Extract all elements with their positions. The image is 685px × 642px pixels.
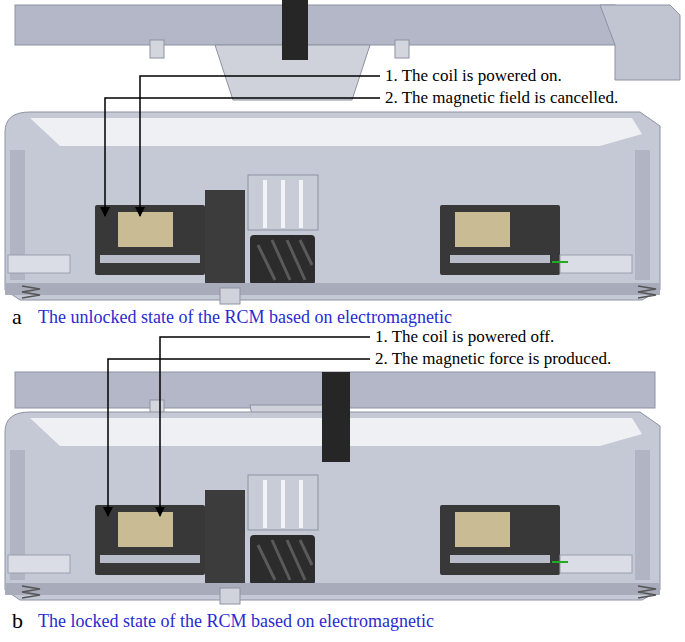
leader-lines xyxy=(160,337,370,516)
panel-caption: The unlocked state of the RCM based on e… xyxy=(36,307,454,328)
leader-lines xyxy=(105,76,380,516)
leader-lines xyxy=(108,359,370,516)
panel-a-top-plate xyxy=(282,0,308,60)
leader-lines xyxy=(105,98,380,216)
leader-lines xyxy=(140,76,380,216)
callout-note: 2. The magnetic field is cancelled. xyxy=(383,88,620,108)
panel-a-top-plate xyxy=(150,40,164,58)
panel-b-plug xyxy=(322,372,350,462)
panel-a-top-plate xyxy=(15,5,615,45)
callout-note: 2. The magnetic force is produced. xyxy=(373,349,613,369)
panel-a-housing xyxy=(5,112,660,304)
panel-a-top-plate xyxy=(395,40,409,58)
panel-letter: b xyxy=(10,608,25,633)
panel-a-top-plate xyxy=(600,5,680,80)
panel-letter: a xyxy=(10,304,24,329)
panel-a-top-plate xyxy=(15,0,680,100)
panel-caption: The locked state of the RCM based on ele… xyxy=(36,611,436,632)
callout-note: 1. The coil is powered on. xyxy=(383,66,564,86)
callout-note: 1. The coil is powered off. xyxy=(373,327,556,347)
